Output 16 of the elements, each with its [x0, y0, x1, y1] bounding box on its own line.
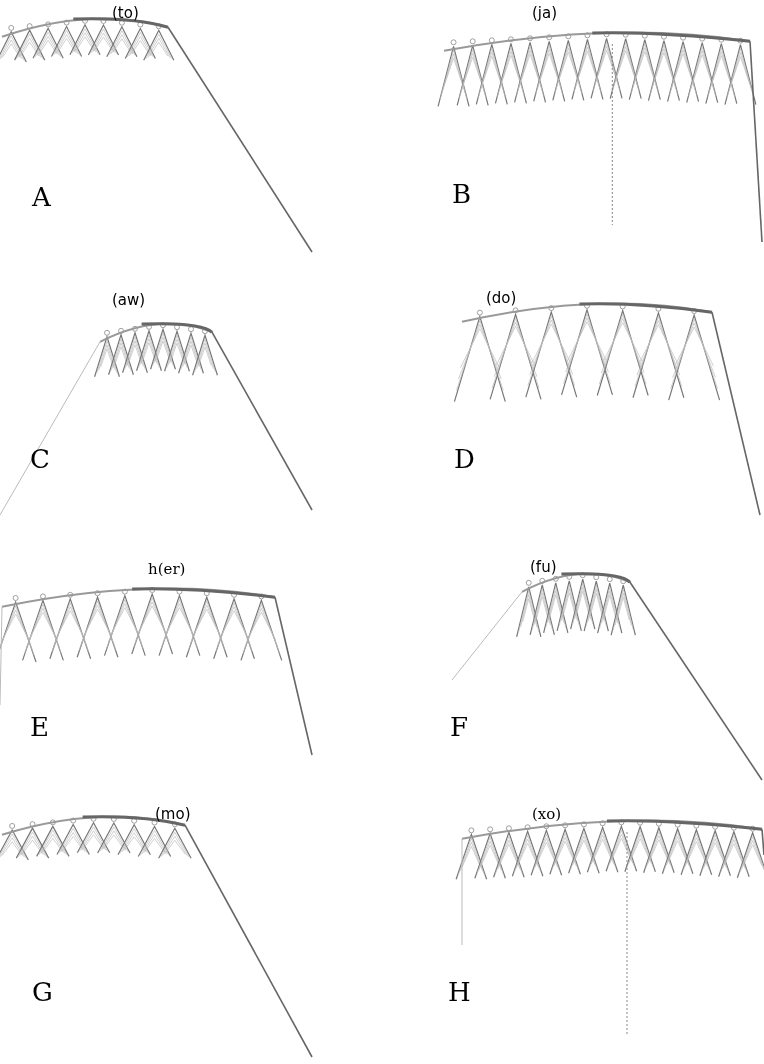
panel-letter: G — [32, 976, 53, 1009]
panel-title: (do) — [486, 288, 517, 309]
panel-letter: C — [30, 443, 50, 476]
panel-title: h(er) — [148, 559, 186, 580]
panel-title: (to) — [112, 3, 139, 24]
panel-letter: A — [32, 181, 51, 214]
panel-letter: F — [450, 711, 469, 744]
panel-letter: D — [454, 443, 475, 476]
panel-title: (aw) — [112, 290, 146, 311]
panel-letter: H — [448, 976, 471, 1009]
panel-title: (fu) — [530, 557, 557, 578]
panel-title: (xo) — [532, 804, 562, 825]
panel-title: (mo) — [155, 804, 191, 825]
panel-letter: B — [452, 178, 472, 211]
panel-title: (ja) — [532, 3, 558, 24]
panel-letter: E — [30, 711, 49, 744]
